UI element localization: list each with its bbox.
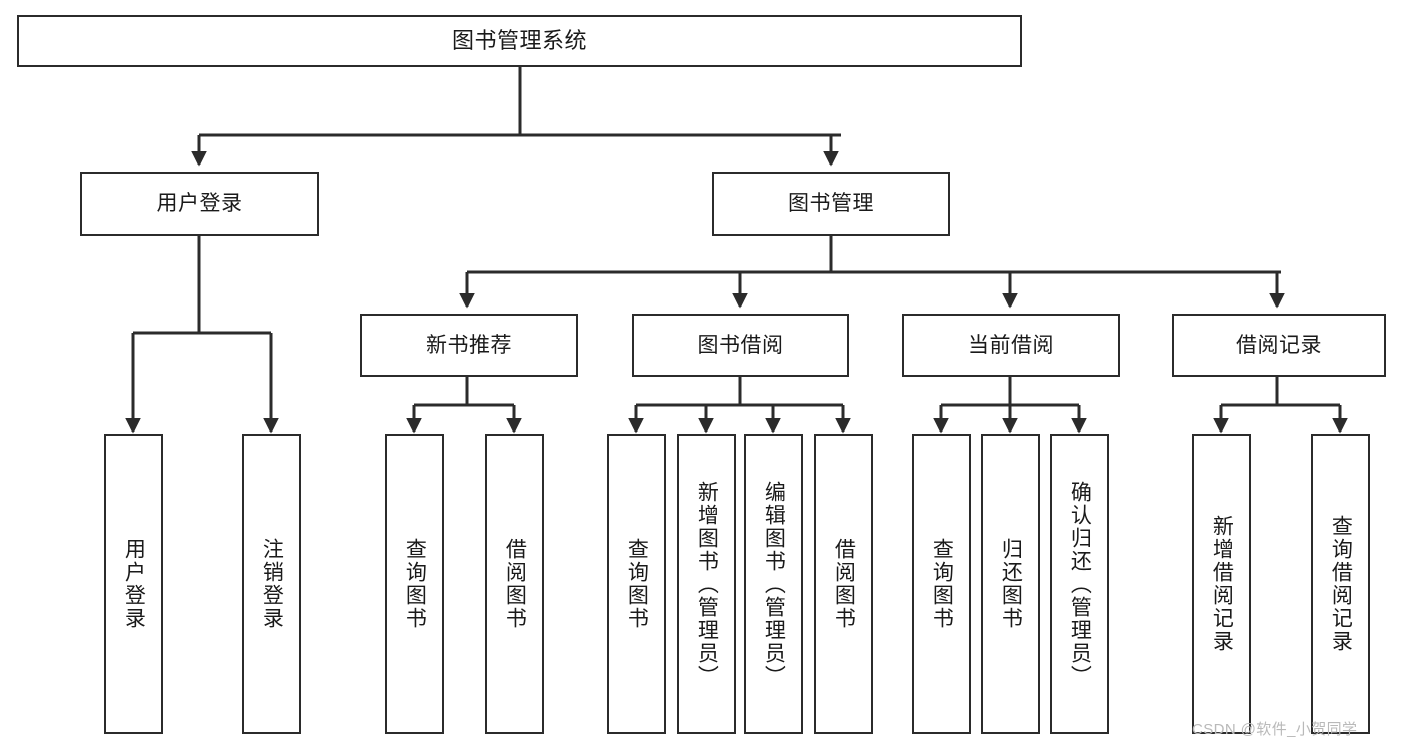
leaf-return-book[interactable]: 归还图书	[981, 434, 1040, 734]
leaf-query-record[interactable]: 查询借阅记录	[1311, 434, 1370, 734]
leaf-query-book-3[interactable]: 查询图书	[912, 434, 971, 734]
leaf-borrow-book-1[interactable]: 借阅图书	[485, 434, 544, 734]
node-new-book-recommend-label: 新书推荐	[426, 333, 512, 357]
node-book-manage-label: 图书管理	[788, 192, 874, 216]
csdn-watermark: CSDN @软件_小贺同学	[1192, 721, 1358, 738]
leaf-add-record[interactable]: 新增借阅记录	[1192, 434, 1251, 734]
leaf-query-book-2-label: 查询图书	[625, 538, 649, 630]
node-user-login-label: 用户登录	[156, 192, 243, 216]
node-borrow-record[interactable]: 借阅记录	[1172, 314, 1386, 377]
leaf-query-book-3-label: 查询图书	[930, 538, 954, 630]
leaf-return-book-label: 归还图书	[999, 538, 1023, 630]
leaf-logout-login[interactable]: 注销登录	[242, 434, 301, 734]
leaf-query-book-2[interactable]: 查询图书	[607, 434, 666, 734]
leaf-edit-book[interactable]: 编辑图书（管理员）	[744, 434, 803, 734]
leaf-borrow-book-2-label: 借阅图书	[832, 538, 856, 630]
leaf-edit-book-label: 编辑图书（管理员）	[762, 480, 786, 688]
node-book-manage[interactable]: 图书管理	[712, 172, 950, 236]
node-root-label: 图书管理系统	[451, 27, 587, 53]
leaf-user-login-label: 用户登录	[122, 538, 146, 630]
leaf-user-login[interactable]: 用户登录	[104, 434, 163, 734]
leaf-confirm-return[interactable]: 确认归还（管理员）	[1050, 434, 1109, 734]
node-book-borrow-label: 图书借阅	[697, 333, 784, 357]
node-borrow-record-label: 借阅记录	[1236, 333, 1322, 357]
leaf-borrow-book-2[interactable]: 借阅图书	[814, 434, 873, 734]
node-current-borrow[interactable]: 当前借阅	[902, 314, 1120, 377]
leaf-add-record-label: 新增借阅记录	[1210, 515, 1234, 653]
leaf-query-record-label: 查询借阅记录	[1329, 515, 1353, 653]
leaf-confirm-return-label: 确认归还（管理员）	[1068, 480, 1092, 688]
leaf-logout-login-label: 注销登录	[260, 538, 284, 630]
node-book-borrow[interactable]: 图书借阅	[632, 314, 849, 377]
leaf-query-book-1-label: 查询图书	[403, 538, 427, 630]
leaf-add-book-label: 新增图书（管理员）	[695, 480, 719, 688]
leaf-add-book[interactable]: 新增图书（管理员）	[677, 434, 736, 734]
node-user-login[interactable]: 用户登录	[80, 172, 319, 236]
node-current-borrow-label: 当前借阅	[968, 333, 1054, 357]
leaf-borrow-book-1-label: 借阅图书	[503, 538, 527, 630]
leaf-query-book-1[interactable]: 查询图书	[385, 434, 444, 734]
node-root[interactable]: 图书管理系统	[17, 15, 1022, 67]
node-new-book-recommend[interactable]: 新书推荐	[360, 314, 578, 377]
